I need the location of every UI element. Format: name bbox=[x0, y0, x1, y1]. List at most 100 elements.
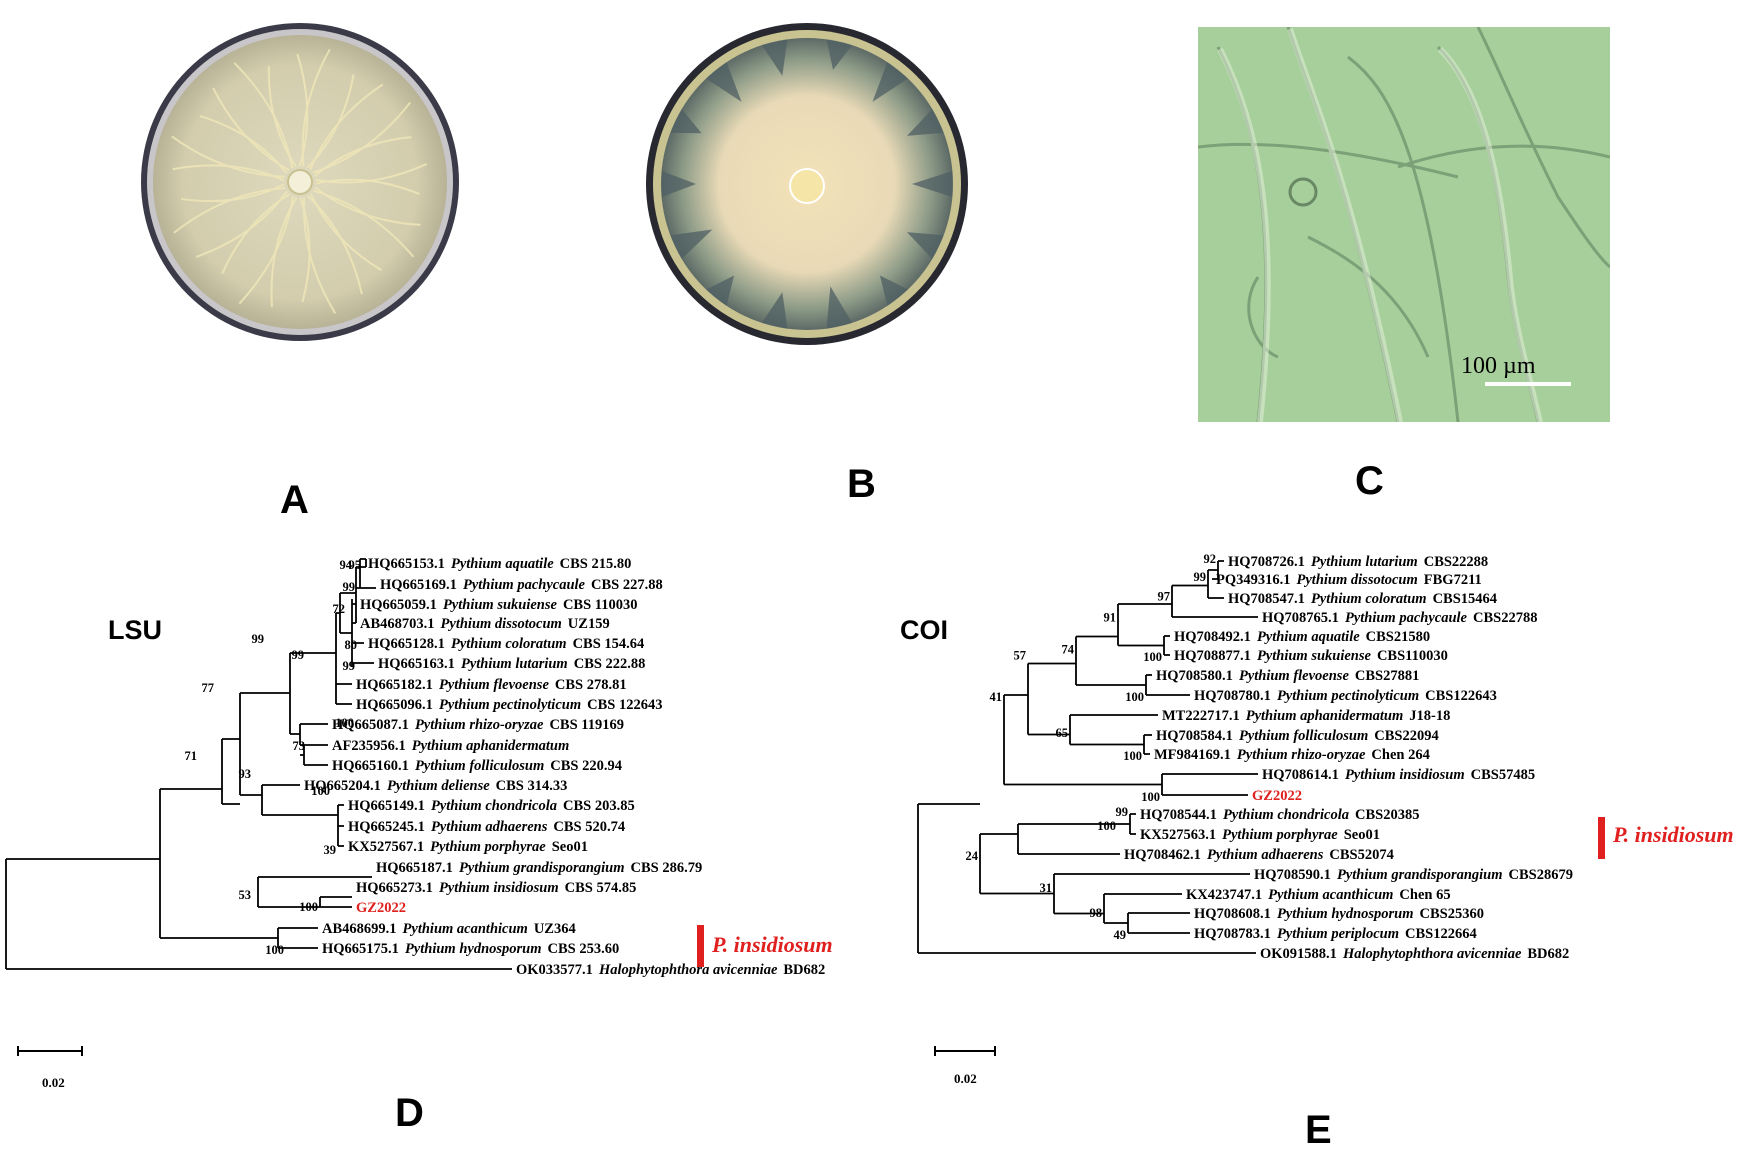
coi-leaf-strain: CBS22094 bbox=[1374, 728, 1438, 744]
lsu-leaf-accession: HQ665273.1 bbox=[356, 880, 433, 896]
lsu-leaf-accession: HQ665182.1 bbox=[356, 677, 433, 693]
coi-leaf-accession: HQ708462.1 bbox=[1124, 847, 1201, 863]
coi-branch bbox=[1162, 774, 1258, 795]
coi-leaf-strain: CBS28679 bbox=[1509, 867, 1573, 883]
coi-bootstrap-value: 100 bbox=[1141, 790, 1160, 804]
coi-branch bbox=[1144, 735, 1152, 754]
coi-bootstrap-value: 100 bbox=[1125, 690, 1144, 704]
coi-leaf-strain: CBS52074 bbox=[1329, 847, 1393, 863]
coi-leaf-species: Pythium grandisporangium bbox=[1337, 867, 1503, 883]
lsu-leaf-strain: CBS 222.88 bbox=[574, 656, 646, 672]
coi-leaf-species: Halophytophthora avicenniae bbox=[1342, 946, 1522, 962]
lsu-bootstrap-value: 99 bbox=[343, 580, 356, 594]
coi-bootstrap-value: 100 bbox=[1097, 819, 1116, 833]
coi-leaf-species: Pythium chondricola bbox=[1223, 807, 1349, 823]
lsu-leaf-accession: GZ2022 bbox=[356, 900, 406, 916]
lsu-leaf-species: Pythium deliense bbox=[387, 778, 490, 794]
coi-bootstrap-value: 49 bbox=[1114, 928, 1127, 942]
lsu-leaf-species: Pythium acanthicum bbox=[403, 921, 528, 937]
lsu-leaf-species: Pythium rhizo-oryzae bbox=[415, 717, 544, 733]
coi-leaf-accession: KX527563.1 bbox=[1140, 827, 1216, 843]
coi-leaf-strain: CBS15464 bbox=[1433, 591, 1497, 607]
lsu-bootstrap-value: 39 bbox=[324, 843, 337, 857]
lsu-leaf-accession: HQ665059.1 bbox=[360, 597, 437, 613]
lsu-leaf-strain: CBS 314.33 bbox=[496, 778, 568, 794]
lsu-branch bbox=[222, 739, 240, 804]
coi-leaf-accession: HQ708584.1 bbox=[1156, 728, 1233, 744]
lsu-leaf-accession: KX527567.1 bbox=[348, 839, 424, 855]
coi-branch bbox=[1076, 637, 1146, 686]
coi-leaf-species: Pythium coloratum bbox=[1311, 591, 1427, 607]
lsu-leaf-strain: CBS 122643 bbox=[587, 697, 662, 713]
scale-bar bbox=[1485, 382, 1571, 386]
coi-leaf-accession: KX423747.1 bbox=[1186, 887, 1262, 903]
lsu-leaf-strain: CBS 119169 bbox=[549, 717, 624, 733]
lsu-leaf-strain: CBS 574.85 bbox=[565, 880, 637, 896]
coi-leaf-species: Pythium aphanidermatum bbox=[1246, 708, 1404, 724]
lsu-bootstrap-value: 94 bbox=[340, 558, 353, 572]
coi-leaf-species: Pythium adhaerens bbox=[1207, 847, 1324, 863]
coi-bootstrap-value: 31 bbox=[1040, 881, 1053, 895]
coi-leaf-label: GZ2022 bbox=[1252, 788, 1302, 804]
coi-leaf-label: HQ708462.1 Pythium adhaerens CBS52074 bbox=[1124, 847, 1394, 863]
lsu-leaf-label: HQ665182.1Pythium flevoenseCBS 278.81 bbox=[356, 677, 627, 693]
lsu-leaf-species: Pythium porphyrae bbox=[430, 839, 546, 855]
lsu-bootstrap-value: 100 bbox=[265, 943, 284, 957]
coi-leaf-accession: HQ708614.1 bbox=[1262, 767, 1339, 783]
lsu-leaf-accession: HQ665153.1 bbox=[368, 556, 445, 572]
lsu-leaf-strain: CBS 227.88 bbox=[591, 577, 663, 593]
coi-leaf-accession: HQ708780.1 bbox=[1194, 688, 1271, 704]
lsu-leaf-label: HQ665160.1Pythium folliculosumCBS 220.94 bbox=[332, 758, 622, 774]
coi-leaf-strain: Chen 264 bbox=[1371, 747, 1429, 763]
lsu-leaf-species: Pythium grandisporangium bbox=[459, 860, 625, 876]
coi-leaf-strain: CBS122664 bbox=[1405, 926, 1477, 942]
lsu-title: LSU bbox=[108, 615, 162, 645]
coi-bootstrap-value: 24 bbox=[966, 849, 979, 863]
coi-leaf-species: Pythium sukuiense bbox=[1257, 648, 1372, 664]
lsu-leaf-accession: HQ665187.1 bbox=[376, 860, 453, 876]
lsu-leaf-label: AF235956.1Pythium aphanidermatum bbox=[332, 738, 569, 754]
lsu-leaf-strain: UZ364 bbox=[534, 921, 576, 937]
lsu-leaf-accession: HQ665149.1 bbox=[348, 798, 425, 814]
lsu-bootstrap-value: 100 bbox=[311, 784, 330, 798]
coi-leaf-species: Pythium acanthicum bbox=[1268, 887, 1393, 903]
lsu-leaf-label: HQ665175.1Pythium hydnosporumCBS 253.60 bbox=[322, 941, 619, 957]
coi-leaf-accession: HQ708492.1 bbox=[1174, 629, 1251, 645]
coi-leaf-accession: HQ708726.1 bbox=[1228, 554, 1305, 570]
lsu-branch bbox=[278, 928, 318, 948]
coi-scale-label: 0.02 bbox=[954, 1071, 977, 1086]
lsu-leaf-strain: CBS 286.79 bbox=[631, 860, 703, 876]
coi-leaf-accession: MT222717.1 bbox=[1162, 708, 1240, 724]
lsu-leaf-accession: OK033577.1 bbox=[516, 962, 593, 978]
panel-label-c: C bbox=[1355, 459, 1384, 504]
lsu-leaf-label: OK033577.1Halophytophthora avicenniaeBD6… bbox=[516, 962, 825, 978]
lsu-leaf-strain: BD682 bbox=[783, 962, 825, 978]
lsu-scale-label: 0.02 bbox=[42, 1075, 65, 1090]
coi-leaf-species: Pythium porphyrae bbox=[1222, 827, 1338, 843]
lsu-leaf-accession: HQ665128.1 bbox=[368, 636, 445, 652]
lsu-bootstrap-value: 93 bbox=[239, 767, 252, 781]
coi-tree: COI HQ708726.1Pythium lutariumCBS22288PQ… bbox=[900, 529, 1755, 1159]
lsu-leaf-accession: AB468699.1 bbox=[322, 921, 397, 937]
coi-leaf-strain: CBS21580 bbox=[1366, 629, 1430, 645]
lsu-leaf-label: GZ2022 bbox=[356, 900, 406, 916]
petri-dish-photo-b bbox=[645, 22, 970, 347]
coi-leaf-accession: HQ708765.1 bbox=[1262, 610, 1339, 626]
coi-leaf-strain: Seo01 bbox=[1344, 827, 1380, 843]
lsu-leaf-strain: Seo01 bbox=[552, 839, 588, 855]
coi-leaf-strain: CBS27881 bbox=[1355, 668, 1419, 684]
coi-branch bbox=[1128, 913, 1190, 933]
lsu-leaf-strain: CBS 520.74 bbox=[553, 819, 625, 835]
coi-bootstrap-value: 97 bbox=[1158, 590, 1171, 604]
coi-leaf-species: Pythium dissotocum bbox=[1297, 572, 1418, 588]
coi-leaf-label: PQ349316.1Pythium dissotocumFBG7211 bbox=[1216, 572, 1482, 588]
coi-leaf-species: Pythium folliculosum bbox=[1239, 728, 1368, 744]
lsu-leaf-accession: HQ665096.1 bbox=[356, 697, 433, 713]
